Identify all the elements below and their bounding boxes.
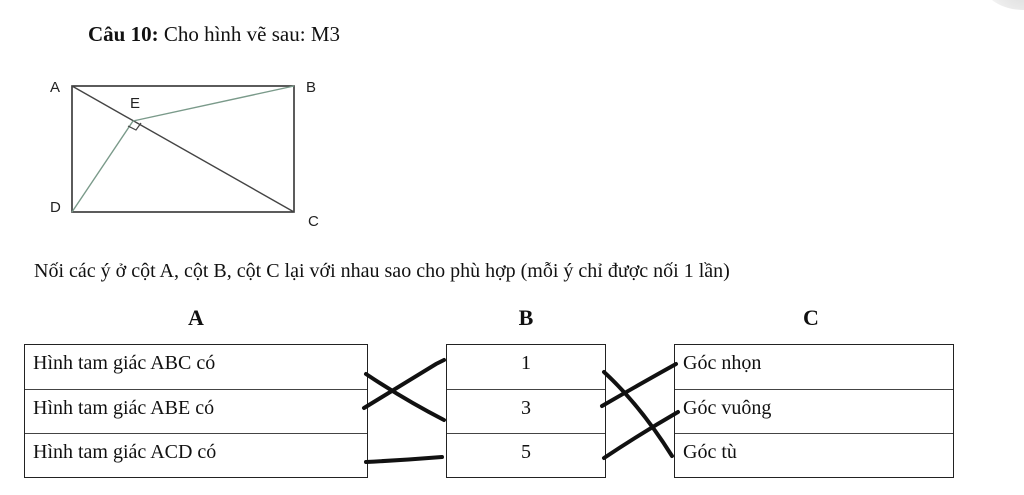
- column-b-header: B: [518, 305, 534, 330]
- column-c-item[interactable]: Góc tù: [683, 441, 737, 464]
- column-a-box: Hình tam giác ABC có Hình tam giác ABE c…: [24, 344, 368, 478]
- column-c-item[interactable]: Góc nhọn: [675, 345, 953, 390]
- right-angle-mark: [127, 122, 142, 131]
- column-a-item[interactable]: Hình tam giác ABE có: [25, 390, 367, 435]
- geometry-figure: A B C D E: [50, 79, 319, 230]
- column-a-header: A: [188, 305, 204, 330]
- point-d-label: D: [50, 199, 61, 216]
- column-b-item[interactable]: 3: [447, 390, 605, 435]
- segment-be: [132, 85, 295, 122]
- segment-de: [71, 120, 134, 213]
- point-a-label: A: [50, 79, 60, 96]
- connector-line: [364, 372, 446, 422]
- question-heading: Câu 10: Cho hình vẽ sau: M3: [88, 22, 340, 47]
- connector-line: [362, 358, 446, 410]
- connector-line: [364, 455, 444, 464]
- point-e-label: E: [130, 95, 140, 112]
- instruction-text: Nối các ý ở cột A, cột B, cột C lại với …: [34, 260, 730, 282]
- question-text: Cho hình vẽ sau: M3: [163, 22, 341, 46]
- column-a-item[interactable]: Hình tam giác ABC có: [25, 345, 367, 390]
- column-a-item[interactable]: Hình tam giác ACD có: [33, 441, 217, 464]
- column-c-item[interactable]: Góc vuông: [675, 390, 953, 435]
- column-b-item[interactable]: 1: [447, 345, 605, 390]
- rectangle-abcd: [71, 85, 295, 213]
- corner-shadow: [984, 0, 1024, 10]
- connector-line: [600, 362, 678, 408]
- point-b-label: B: [306, 79, 316, 96]
- point-c-label: C: [308, 213, 319, 230]
- connector-line: [602, 370, 674, 458]
- column-c-box: Góc nhọn Góc vuông Góc tù: [674, 344, 954, 478]
- question-number: Câu 10:: [88, 22, 159, 46]
- column-b-box: 1 3 5: [446, 344, 606, 478]
- column-c-header: C: [803, 305, 819, 330]
- column-b-item[interactable]: 5: [521, 441, 531, 464]
- connector-line: [602, 410, 680, 460]
- diagonal-ac: [71, 85, 295, 213]
